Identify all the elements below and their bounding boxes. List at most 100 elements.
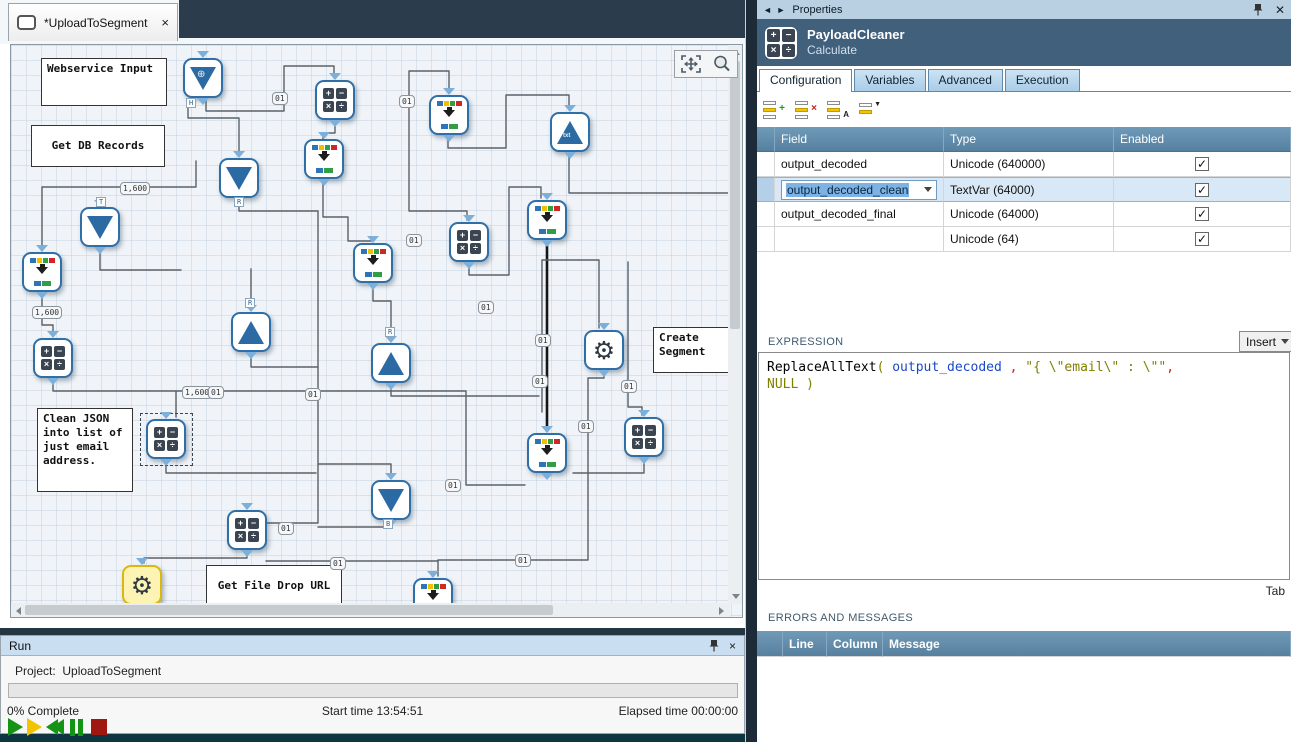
nav-back-icon[interactable]: ◄ (763, 4, 773, 15)
node-output[interactable] (231, 305, 271, 359)
column-header-field[interactable]: Field (775, 127, 944, 152)
node-select-fields[interactable] (429, 88, 469, 142)
properties-tabs: Configuration Variables Advanced Executi… (757, 69, 1291, 92)
nav-forward-icon[interactable]: ► (776, 4, 787, 15)
row-gutter[interactable] (757, 227, 775, 252)
row-gutter[interactable] (757, 152, 775, 177)
node-input-webservice[interactable]: ⊕ (183, 51, 223, 105)
horizontal-scroll-thumb[interactable] (25, 605, 553, 615)
canvas-horizontal-scrollbar[interactable] (11, 603, 730, 617)
add-field-button[interactable]: + (763, 100, 785, 122)
note-create-segment[interactable]: Create Segment (653, 327, 742, 373)
field-menu-button[interactable]: ▼ (859, 100, 881, 122)
delete-field-button[interactable]: × (795, 100, 817, 122)
horizontal-splitter[interactable] (0, 628, 745, 635)
note-webservice-input[interactable]: Webservice Input (41, 58, 167, 106)
field-name-cell[interactable]: output_decoded (775, 152, 944, 177)
node-calculate[interactable]: + − × ÷ (449, 215, 489, 269)
vertical-splitter[interactable] (745, 0, 757, 742)
field-name-cell[interactable]: output_decoded_clean (775, 177, 944, 202)
run-to-breakpoint-button[interactable] (27, 718, 42, 736)
tab-configuration[interactable]: Configuration (759, 69, 853, 92)
pause-button[interactable] (78, 718, 83, 736)
field-type-cell[interactable]: Unicode (640000) (944, 152, 1114, 177)
table-row[interactable]: Unicode (64) ✓ (757, 227, 1291, 252)
field-name-cell[interactable] (775, 227, 944, 252)
column-header-message[interactable]: Message (883, 631, 1291, 657)
row-gutter[interactable] (757, 202, 775, 227)
node-output-text-file[interactable]: txt (550, 105, 590, 159)
tab-variables[interactable]: Variables (854, 69, 926, 91)
node-calculate[interactable]: + − × ÷ (624, 410, 664, 464)
node-calculate[interactable]: + − × ÷ (315, 73, 355, 127)
node-input[interactable] (219, 151, 259, 205)
field-type-cell[interactable]: Unicode (64000) (944, 202, 1114, 227)
wire (187, 102, 240, 157)
enabled-checkbox[interactable]: ✓ (1195, 182, 1209, 197)
pause-button[interactable] (70, 718, 75, 736)
properties-caption-label: Properties (792, 3, 843, 16)
node-select-fields[interactable] (527, 426, 567, 480)
node-web-service-call-highlighted[interactable]: ⚙ (122, 558, 162, 612)
table-row[interactable]: output_decoded_final Unicode (64000) ✓ (757, 202, 1291, 227)
node-web-service-call[interactable]: ⚙ (584, 323, 624, 377)
note-get-file-drop-url[interactable]: Get File Drop URL (206, 565, 342, 607)
scroll-right-icon[interactable] (719, 607, 724, 615)
scroll-down-icon[interactable] (732, 594, 740, 599)
properties-caption[interactable]: ◄ ► Properties ✕ (757, 0, 1291, 19)
table-row-selected[interactable]: output_decoded_clean TextVar (64000) ✓ (757, 177, 1291, 202)
tab-close-icon[interactable]: × (161, 15, 169, 30)
enabled-checkbox[interactable]: ✓ (1195, 207, 1209, 221)
column-header-type[interactable]: Type (944, 127, 1114, 152)
node-input[interactable] (371, 473, 411, 527)
tab-uploadtosegment[interactable]: *UploadToSegment × (8, 3, 178, 41)
port-chip: B (383, 519, 394, 529)
field-type-cell[interactable]: Unicode (64) (944, 227, 1114, 252)
column-header-enabled[interactable]: Enabled (1114, 127, 1291, 152)
port-chip: H (186, 98, 197, 108)
field-name-cell[interactable]: output_decoded_final (775, 202, 944, 227)
table-row[interactable]: output_decoded Unicode (640000) ✓ (757, 152, 1291, 177)
pin-icon[interactable] (1253, 3, 1263, 17)
record-count-chip: 01 (399, 95, 415, 108)
close-icon[interactable]: ✕ (1274, 2, 1285, 17)
field-type-cell[interactable]: TextVar (64000) (944, 177, 1114, 202)
sort-fields-button[interactable]: A (827, 100, 849, 122)
node-select-fields[interactable] (527, 193, 567, 247)
note-get-db-records[interactable]: Get DB Records (31, 125, 165, 167)
column-header-column[interactable]: Column (827, 631, 883, 657)
note-clean-json[interactable]: Clean JSON into list of just email addre… (37, 408, 133, 492)
field-name-combo[interactable]: output_decoded_clean (781, 179, 937, 200)
node-calculate[interactable]: + − × ÷ (33, 331, 73, 385)
node-input[interactable] (80, 200, 120, 254)
rewind-icon[interactable] (52, 719, 64, 735)
node-select-fields[interactable] (304, 132, 344, 186)
pin-icon[interactable] (709, 639, 719, 653)
node-calculate[interactable]: + − × ÷ (227, 503, 267, 557)
node-select-fields[interactable] (353, 236, 393, 290)
tab-execution[interactable]: Execution (1004, 69, 1080, 91)
node-output[interactable] (371, 336, 411, 390)
column-header-line[interactable]: Line (783, 631, 827, 657)
magnifier-icon[interactable] (712, 54, 732, 74)
scroll-left-icon[interactable] (16, 607, 21, 615)
close-icon[interactable]: × (728, 638, 736, 653)
enabled-checkbox[interactable]: ✓ (1195, 157, 1209, 171)
node-select-fields[interactable] (22, 245, 62, 299)
enabled-checkbox[interactable]: ✓ (1195, 232, 1209, 246)
tab-advanced[interactable]: Advanced (927, 69, 1003, 91)
workflow-canvas[interactable]: Webservice Input Get DB Records Create S… (10, 44, 743, 618)
plus-glyph: + (323, 88, 334, 99)
run-button[interactable] (8, 718, 23, 736)
vertical-scroll-thumb[interactable] (730, 61, 740, 329)
expression-editor[interactable]: ReplaceAllText( output_decoded , "{ \"em… (758, 352, 1290, 580)
fit-to-window-icon[interactable] (680, 54, 702, 74)
run-panel-caption[interactable]: Run × (1, 636, 744, 656)
stop-button[interactable] (91, 719, 107, 735)
node-calculate-selected[interactable]: + − × ÷ (146, 412, 186, 466)
chevron-down-icon[interactable] (924, 187, 932, 192)
row-gutter[interactable] (757, 177, 775, 202)
insert-button[interactable]: Insert (1239, 331, 1291, 352)
errors-table-header: Line Column Message (757, 631, 1291, 657)
canvas-vertical-scrollbar[interactable] (728, 45, 742, 604)
